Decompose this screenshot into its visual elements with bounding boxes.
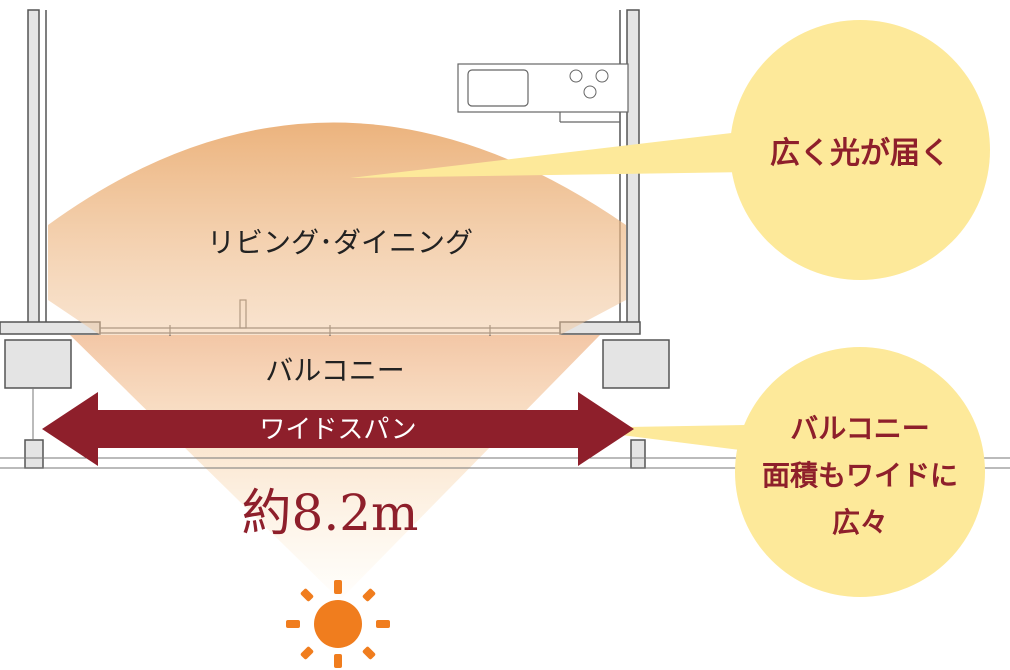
sun-icon — [286, 580, 390, 668]
width-value: 約8.2m — [242, 484, 419, 542]
callout-balcony-line1: バルコニー — [790, 412, 929, 445]
stove-icon — [569, 69, 609, 99]
callout-light-text: 広く光が届く — [770, 136, 950, 171]
balcony-label: バルコニー — [265, 354, 404, 387]
living-dining-label: リビング･ダイニング — [207, 226, 473, 259]
kitchen-counter — [457, 63, 629, 123]
callout-balcony — [735, 347, 985, 597]
sink-icon — [467, 69, 529, 107]
callout-tail-light — [350, 132, 750, 178]
callout-balcony-line3: 広々 — [832, 506, 888, 539]
callout-balcony-line2: 面積もワイドに — [762, 459, 958, 492]
callout-light — [730, 20, 990, 280]
wide-span-label: ワイドスパン — [259, 415, 416, 445]
double-arrow-icon — [42, 392, 634, 466]
